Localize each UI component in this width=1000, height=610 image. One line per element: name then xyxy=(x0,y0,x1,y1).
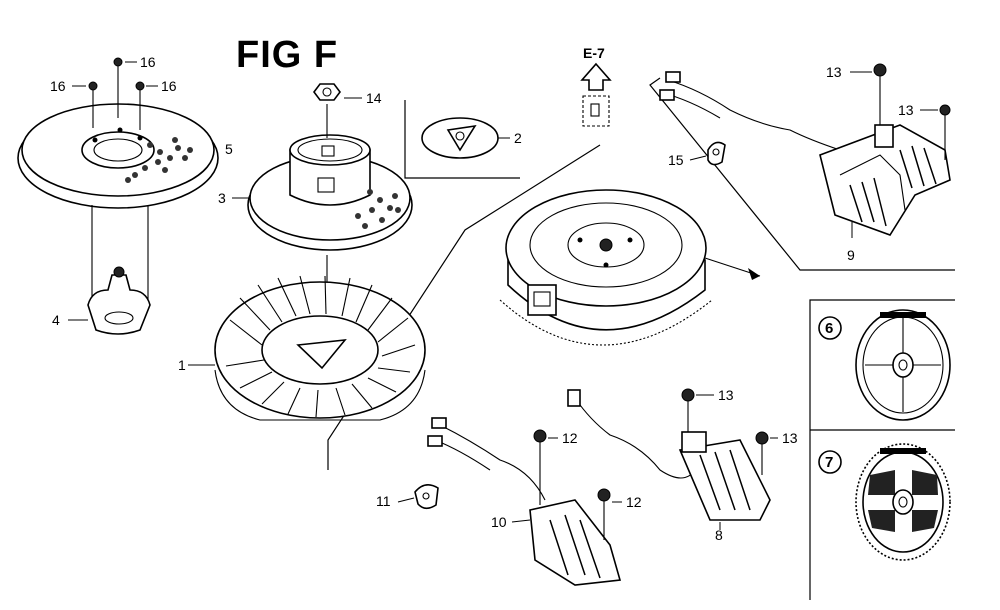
callout-8: 8 xyxy=(715,527,723,543)
callout-10: 10 xyxy=(491,514,507,530)
callout-14: 14 xyxy=(366,90,382,106)
bolt-16-group xyxy=(72,57,158,130)
part-3-fan-hub xyxy=(232,134,413,251)
part-2-plate xyxy=(421,117,510,159)
callout-15: 15 xyxy=(668,152,684,168)
part-15-clamp xyxy=(689,141,726,166)
part-9-ignition-coil xyxy=(659,63,951,238)
callout-6: 6 xyxy=(825,320,833,337)
callout-16c: 16 xyxy=(161,78,177,94)
figure-title: FIG F xyxy=(236,34,339,76)
callout-4: 4 xyxy=(52,312,60,328)
callout-16a: 16 xyxy=(50,78,66,94)
callout-13a: 13 xyxy=(826,64,842,80)
part-10-coil xyxy=(427,417,622,586)
callout-13b: 13 xyxy=(898,102,914,118)
callout-12a: 12 xyxy=(562,430,578,446)
callout-7-circle xyxy=(818,450,842,474)
callout-13c: 13 xyxy=(718,387,734,403)
callout-12b: 12 xyxy=(626,494,642,510)
part-5-cover-plate xyxy=(17,103,219,209)
callout-3: 3 xyxy=(218,190,226,206)
callout-16b: 16 xyxy=(140,54,156,70)
reference-e7-arrow xyxy=(580,62,612,127)
callout-7: 7 xyxy=(825,454,833,471)
part-7-ring-gear xyxy=(855,443,951,561)
callout-13d: 13 xyxy=(782,430,798,446)
callout-6-circle xyxy=(818,316,842,340)
part-8-coil xyxy=(567,388,778,530)
part-14-nut xyxy=(313,83,362,138)
flywheel-assembly xyxy=(499,189,761,346)
callout-5: 5 xyxy=(225,141,233,157)
reference-label-e7: E-7 xyxy=(583,45,605,61)
callout-1: 1 xyxy=(178,357,186,373)
part-4-bracket xyxy=(68,205,151,335)
callout-9: 9 xyxy=(847,247,855,263)
callout-2: 2 xyxy=(514,130,522,146)
part-11-clamp xyxy=(397,484,439,510)
part-6-pulley xyxy=(855,309,951,421)
callout-11: 11 xyxy=(376,493,391,509)
part-1-cooling-fan xyxy=(188,255,426,421)
callout-labels: 1 2 3 4 5 8 9 10 11 12 12 13 13 13 13 14… xyxy=(50,45,914,543)
